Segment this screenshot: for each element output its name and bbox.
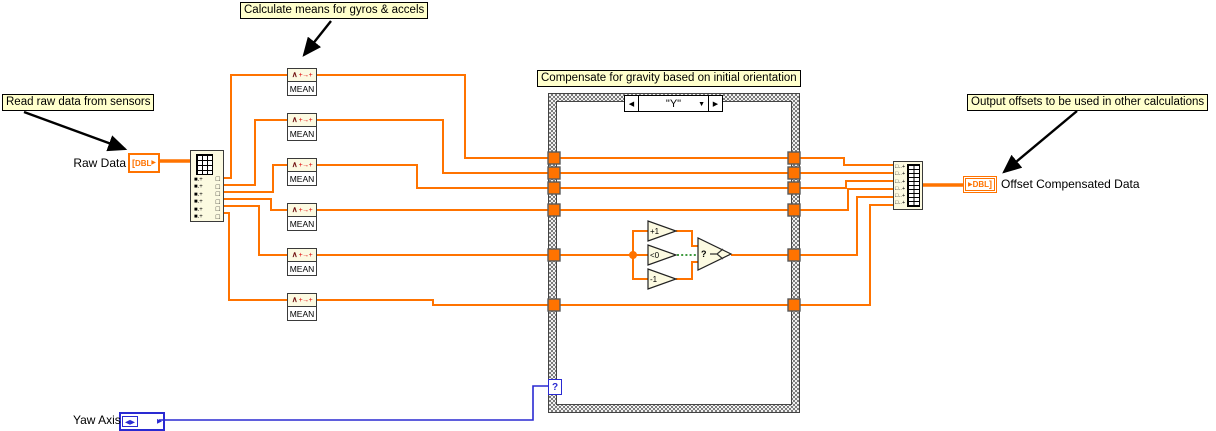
case-selector[interactable]: ◀ "Y" ▼ ▶ [624, 95, 723, 112]
wire-idx4-mean4[interactable] [224, 198, 287, 211]
index-array-row: ■.+ □ [194, 206, 220, 214]
bell-curve-icon: ∧ [291, 160, 298, 169]
bell-curve-icon: ∧ [291, 250, 298, 259]
yaw-axis-terminal[interactable]: ◀▶ ▶ [119, 412, 165, 431]
2d-array-icon [196, 154, 213, 175]
element-output-icon: □ [215, 191, 220, 199]
element-output-icon: □ [215, 213, 220, 221]
build-array-input-icon: □‥+ [895, 193, 906, 200]
enum-arrows-icon[interactable]: ◀▶ [122, 416, 138, 427]
yaw-axis-label[interactable]: Yaw Axis [73, 413, 121, 427]
mean-label: MEAN [289, 129, 315, 139]
annotation-arrow [302, 20, 332, 57]
index-input-icon: ■.+ [194, 176, 203, 183]
mean-icon: ∧+→+ [288, 204, 316, 217]
index-array-row: ■.+ □ [194, 199, 220, 207]
offset-output-terminal[interactable]: ▶ DBL ] [963, 176, 997, 193]
note-output-offsets[interactable]: Output offsets to be used in other calcu… [967, 94, 1209, 111]
mean-icon: ∧+→+ [288, 249, 316, 262]
dbl-type-text: DBL [972, 180, 990, 189]
mean-ops-icon: +→+ [298, 116, 313, 124]
raw-data-label[interactable]: Raw Data [73, 156, 126, 170]
element-output-icon: □ [215, 176, 220, 184]
offset-output-label[interactable]: Offset Compensated Data [1001, 177, 1140, 191]
input-arrow-icon: ▶ [967, 181, 973, 188]
mean-node[interactable]: ∧+→+ MEAN [287, 68, 317, 96]
mean-node[interactable]: ∧+→+ MEAN [287, 248, 317, 276]
mean-icon: ∧+→+ [288, 114, 316, 127]
mean-ops-icon: +→+ [298, 296, 313, 304]
dropdown-icon[interactable]: ▼ [698, 101, 705, 108]
index-input-icon: ■.+ [194, 184, 203, 191]
element-output-icon: □ [215, 183, 220, 191]
index-input-icon: ■.+ [194, 191, 203, 198]
index-array-row: ■.+ □ [194, 176, 220, 184]
mean-ops-icon: +→+ [298, 161, 313, 169]
mean-node[interactable]: ∧+→+ MEAN [287, 293, 317, 321]
note-read-raw-data[interactable]: Read raw data from sensors [2, 94, 155, 111]
index-array-node[interactable]: ■.+ □ ■.+ □ ■.+ □ ■.+ □ ■.+ □ ■.+ □ [190, 150, 224, 222]
case-selector-label[interactable]: "Y" ▼ [639, 95, 708, 112]
case-selector-value: "Y" [665, 97, 682, 110]
output-arrow-icon: ▶ [151, 160, 157, 166]
bell-curve-icon: ∧ [291, 115, 298, 124]
note-calculate-means[interactable]: Calculate means for gyros & accels [240, 2, 429, 19]
mean-label: MEAN [289, 84, 315, 94]
mean-icon: ∧+→+ [288, 69, 316, 82]
build-array-node[interactable]: □‥+□‥+□‥+□‥+□‥+□‥+ [893, 161, 923, 210]
dbl-type-text: DBL [134, 158, 152, 168]
mean-ops-icon: +→+ [298, 206, 313, 214]
wire-idx2-mean2[interactable] [224, 119, 287, 186]
mean-label: MEAN [289, 219, 315, 229]
bell-curve-icon: ∧ [291, 70, 298, 79]
element-output-icon: □ [215, 206, 220, 214]
wire-idx1-mean1[interactable] [224, 74, 287, 179]
build-array-input-icon: □‥+ [895, 171, 906, 178]
mean-node[interactable]: ∧+→+ MEAN [287, 203, 317, 231]
bell-curve-icon: ∧ [291, 205, 298, 214]
index-input-icon: ■.+ [194, 206, 203, 213]
element-output-icon: □ [215, 198, 220, 206]
mean-label: MEAN [289, 264, 315, 274]
index-array-row: ■.+ □ [194, 184, 220, 192]
wire-idx5-mean5[interactable] [224, 205, 287, 256]
index-array-row: ■.+ □ [194, 191, 220, 199]
build-array-input-icon: □‥+ [895, 185, 906, 192]
case-prev-arrow[interactable]: ◀ [624, 95, 639, 112]
mean-label: MEAN [289, 174, 315, 184]
array-stack-icon [907, 164, 920, 207]
case-structure[interactable] [548, 93, 800, 413]
bell-curve-icon: ∧ [291, 295, 298, 304]
wire-idx6-mean6[interactable] [224, 212, 287, 301]
mean-icon: ∧+→+ [288, 294, 316, 307]
index-input-icon: ■.+ [194, 199, 203, 206]
mean-ops-icon: +→+ [298, 251, 313, 259]
array-bracket: ] [989, 179, 993, 189]
mean-icon: ∧+→+ [288, 159, 316, 172]
index-array-row: ■.+ □ [194, 214, 220, 222]
raw-data-terminal[interactable]: [ DBL ▶ [128, 153, 160, 173]
build-array-input-icon: □‥+ [895, 164, 906, 170]
mean-node[interactable]: ∧+→+ MEAN [287, 158, 317, 186]
case-selector-terminal[interactable]: ? [548, 379, 562, 395]
mean-node[interactable]: ∧+→+ MEAN [287, 113, 317, 141]
annotation-arrow [1002, 110, 1078, 174]
note-compensate-gravity[interactable]: Compensate for gravity based on initial … [537, 70, 801, 87]
index-input-icon: ■.+ [194, 214, 203, 221]
mean-label: MEAN [289, 309, 315, 319]
mean-ops-icon: +→+ [298, 71, 313, 79]
array-bracket: [ [131, 157, 135, 168]
wire-idx3-mean3[interactable] [224, 164, 287, 193]
output-arrow-icon: ▶ [157, 417, 162, 425]
wire-yaw-to-selector[interactable] [159, 385, 548, 421]
build-array-input-icon: □‥+ [895, 200, 906, 207]
case-structure-interior[interactable] [556, 101, 792, 405]
case-next-arrow[interactable]: ▶ [708, 95, 723, 112]
annotation-arrow [23, 110, 128, 152]
build-array-input-icon: □‥+ [895, 178, 906, 185]
